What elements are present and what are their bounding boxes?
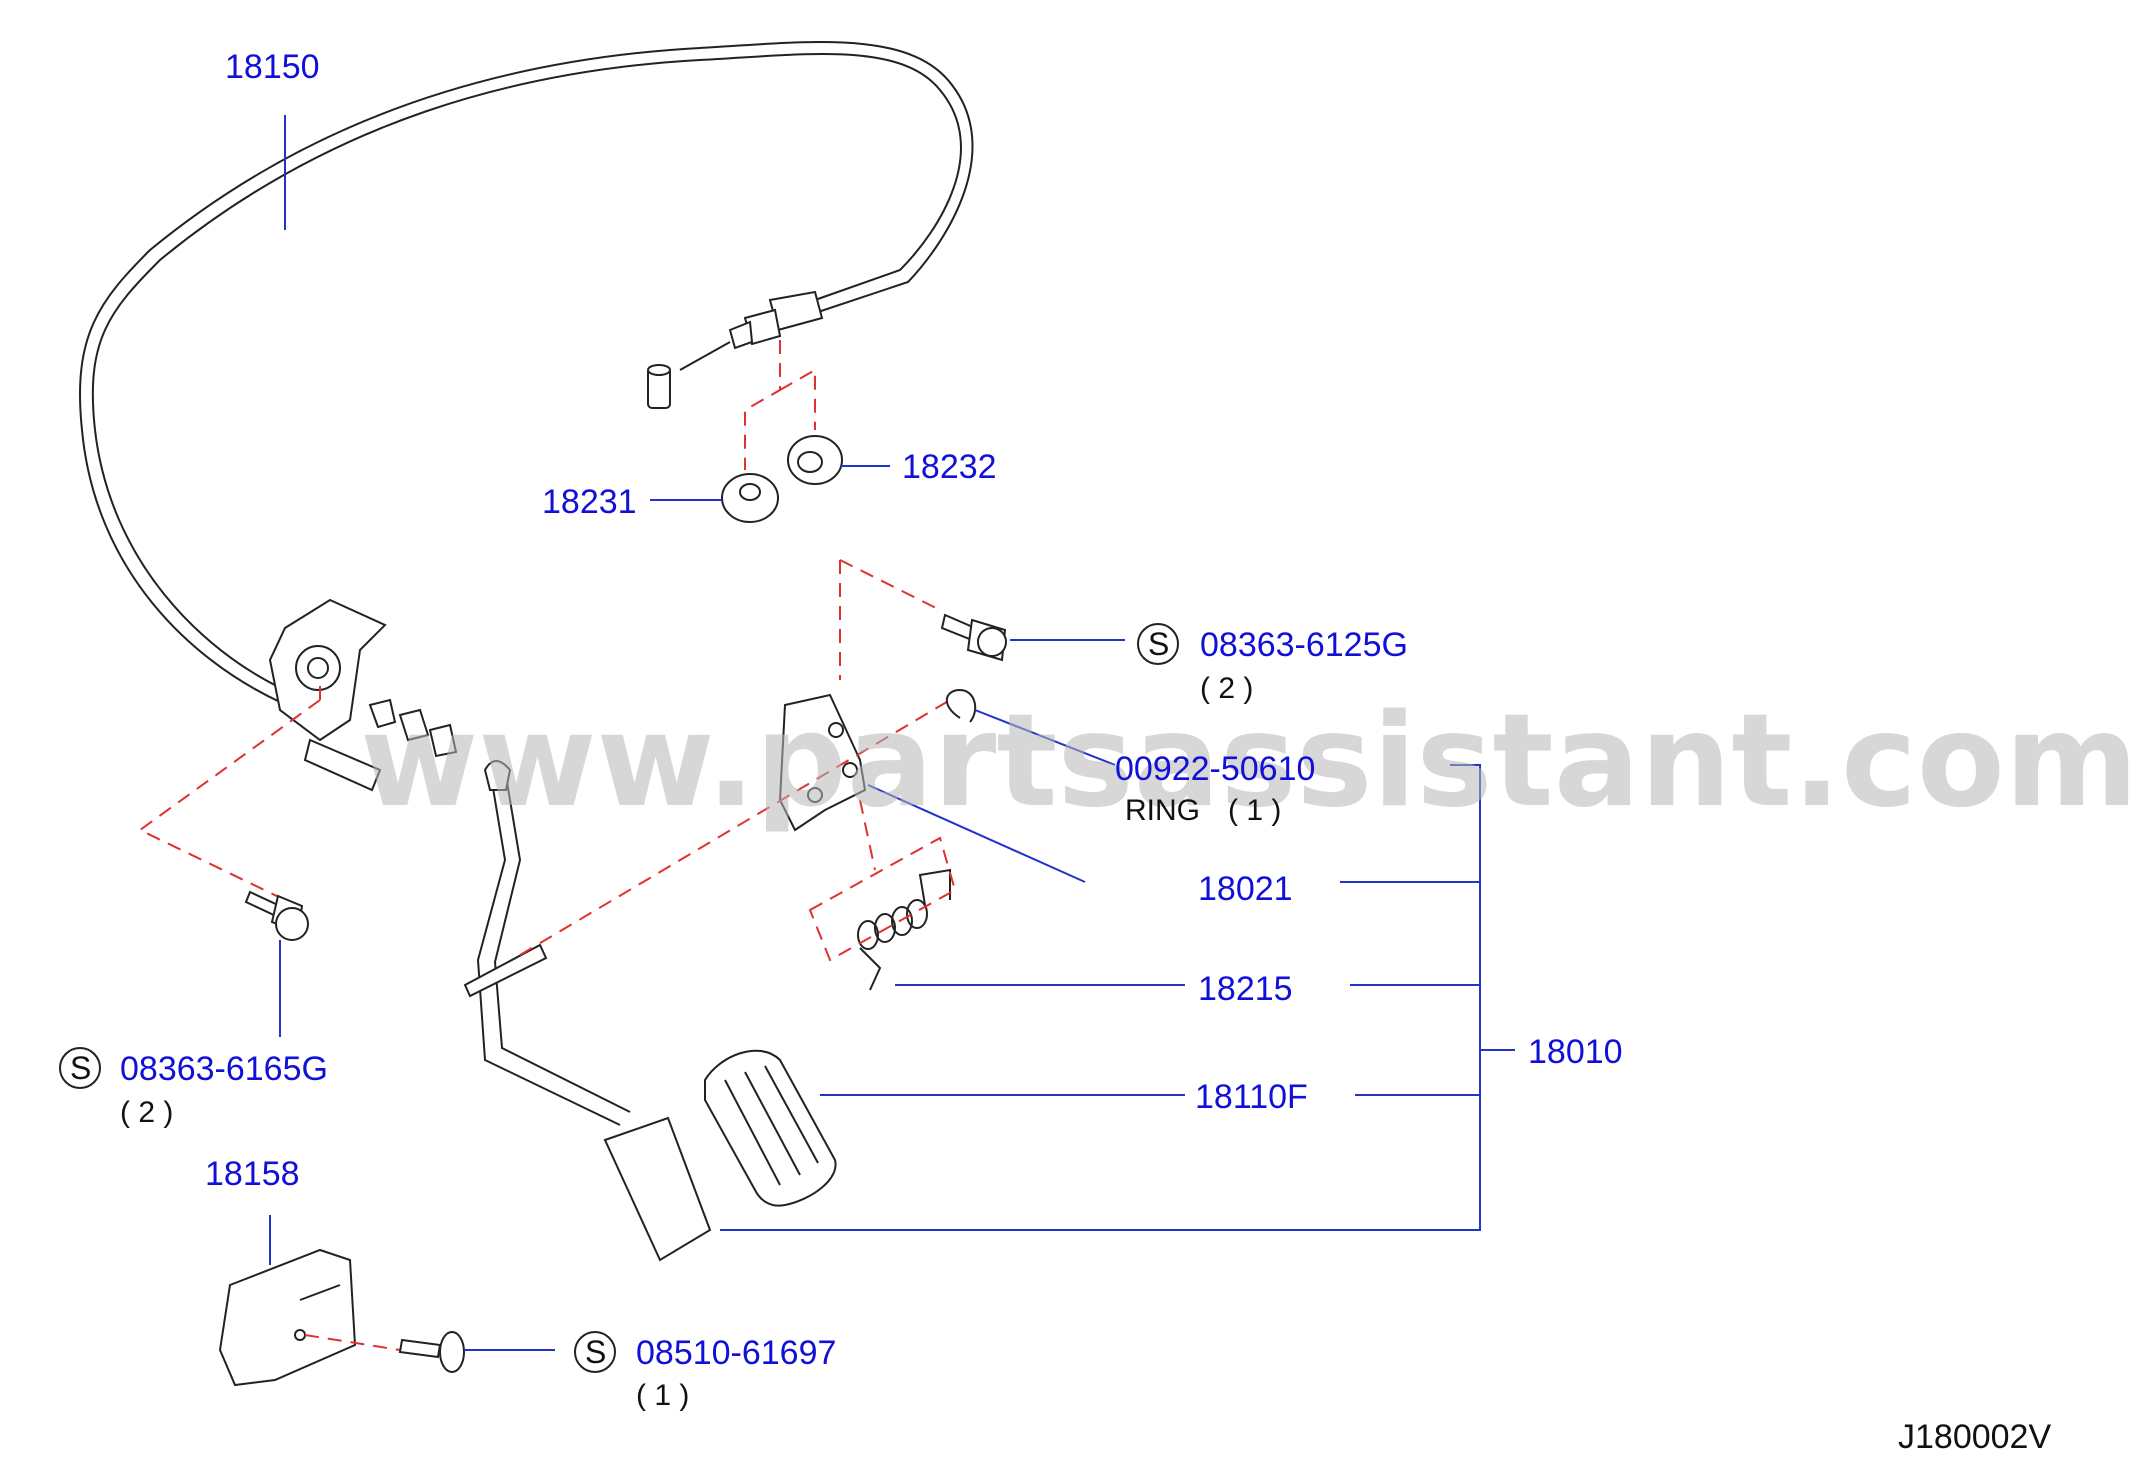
label-18010: 18010 — [1528, 1033, 1623, 1071]
bolt-top-drawing — [940, 613, 1007, 662]
cable-lock-18232 — [787, 435, 843, 485]
s-mark-left: S — [70, 1050, 91, 1086]
diagram-code: J180002V — [1898, 1418, 2051, 1456]
label-18215: 18215 — [1198, 970, 1293, 1008]
leader-lines — [269, 115, 1515, 1351]
left-dash-guides — [138, 680, 321, 901]
s-mark-circle-left — [59, 1047, 101, 1089]
bolt-left-drawing — [244, 890, 309, 941]
label-18231: 18231 — [542, 483, 637, 521]
lock-dash-guides — [744, 340, 816, 470]
label-08510-61697: 08510-61697 — [636, 1334, 836, 1372]
screw-drawing — [398, 1331, 465, 1373]
qty-08363-6125G: ( 2 ) — [1200, 672, 1253, 705]
label-08363-6165G: 08363-6165G — [120, 1050, 328, 1088]
cable-firewall-bracket — [268, 598, 458, 792]
label-18158: 18158 — [205, 1155, 300, 1193]
pedal-cover-18158 — [218, 1248, 401, 1387]
ring-name: RING — [1125, 794, 1200, 827]
label-18232: 18232 — [902, 448, 997, 486]
qty-08363-6165G: ( 2 ) — [120, 1096, 173, 1129]
label-00922-50610: 00922-50610 — [1115, 750, 1315, 788]
return-spring-18215 — [857, 868, 951, 991]
qty-00922-50610: ( 1 ) — [1228, 794, 1281, 827]
label-18110F: 18110F — [1195, 1078, 1308, 1116]
s-mark-top: S — [1148, 626, 1169, 662]
label-18021: 18021 — [1198, 870, 1293, 908]
label-18150: 18150 — [225, 48, 320, 86]
spring-dash-box — [808, 836, 957, 962]
accelerator-cable-drawing — [78, 41, 974, 703]
qty-08510-61697: ( 1 ) — [636, 1379, 689, 1412]
watermark-text: www.partsassistant.com — [360, 687, 2138, 836]
cable-lock-18231 — [721, 473, 779, 523]
pedal-pad-18110F — [704, 1049, 837, 1207]
ring-drawing — [945, 688, 977, 723]
s-mark-circle-bottom — [574, 1331, 616, 1373]
pedal-lever-drawing — [463, 760, 712, 1262]
s-mark-bottom: S — [585, 1334, 606, 1370]
s-mark-circle-top — [1137, 623, 1179, 665]
label-08363-6125G: 08363-6125G — [1200, 626, 1408, 664]
pedal-bracket-18021 — [778, 693, 867, 832]
bracket-dash-guides — [519, 559, 951, 956]
